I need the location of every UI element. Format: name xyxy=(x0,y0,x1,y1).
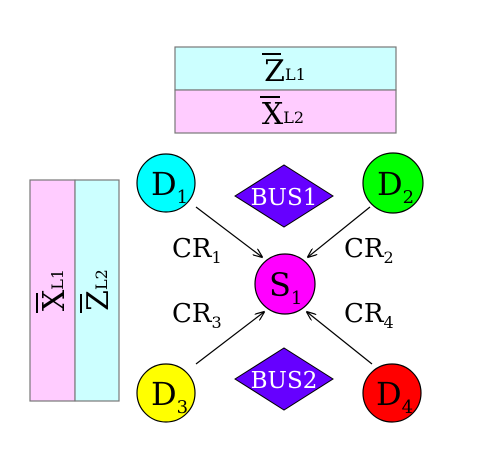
node-d1-label: D1 xyxy=(151,165,188,208)
edges xyxy=(195,206,373,365)
edge-labels: CR1 CR2 CR3 CR4 xyxy=(172,234,394,332)
x-l1-label: XL1 xyxy=(37,269,72,311)
node-d4-label: D4 xyxy=(376,375,413,418)
node-d3-circle xyxy=(136,363,196,423)
x-l2-box xyxy=(174,89,397,134)
node-d4: D4 xyxy=(362,363,422,423)
edge-d2-s1 xyxy=(308,206,371,257)
z-l1-label: ZL1 xyxy=(264,54,306,89)
cr4-label: CR4 xyxy=(344,299,394,332)
node-d1-circle xyxy=(136,153,196,213)
node-d2-label: D2 xyxy=(377,165,414,208)
node-s1-label: S1 xyxy=(269,266,302,309)
node-d3-label: D3 xyxy=(151,375,188,418)
node-d4-circle xyxy=(362,363,422,423)
bus1-label: BUS1 xyxy=(251,185,318,211)
node-d2-circle xyxy=(362,152,424,214)
node-d3: D3 xyxy=(136,363,196,423)
edge-d4-s1 xyxy=(307,312,373,365)
top-stack: ZL1 XL2 xyxy=(174,46,397,134)
node-s1: S1 xyxy=(254,253,316,315)
bus1-diamond xyxy=(234,164,334,228)
cr2-label: CR2 xyxy=(344,234,394,267)
node-d2: D2 xyxy=(362,152,424,214)
edge-d1-s1 xyxy=(195,206,262,257)
z-l2-box xyxy=(74,179,120,402)
x-l1-box xyxy=(29,179,76,402)
bus2: BUS2 xyxy=(234,347,334,411)
node-d1: D1 xyxy=(136,153,196,213)
edge-d3-s1 xyxy=(195,312,264,365)
side-stack: XL1 ZL2 xyxy=(29,179,120,402)
z-l1-box xyxy=(174,46,397,91)
node-s1-circle xyxy=(254,253,316,315)
z-l2-label: ZL2 xyxy=(81,269,116,311)
bus2-label: BUS2 xyxy=(251,368,318,394)
x-l2-label: XL2 xyxy=(262,97,304,132)
bus2-diamond xyxy=(234,347,334,411)
cr3-label: CR3 xyxy=(172,299,222,332)
cr1-label: CR1 xyxy=(172,234,222,267)
bus1: BUS1 xyxy=(234,164,334,228)
